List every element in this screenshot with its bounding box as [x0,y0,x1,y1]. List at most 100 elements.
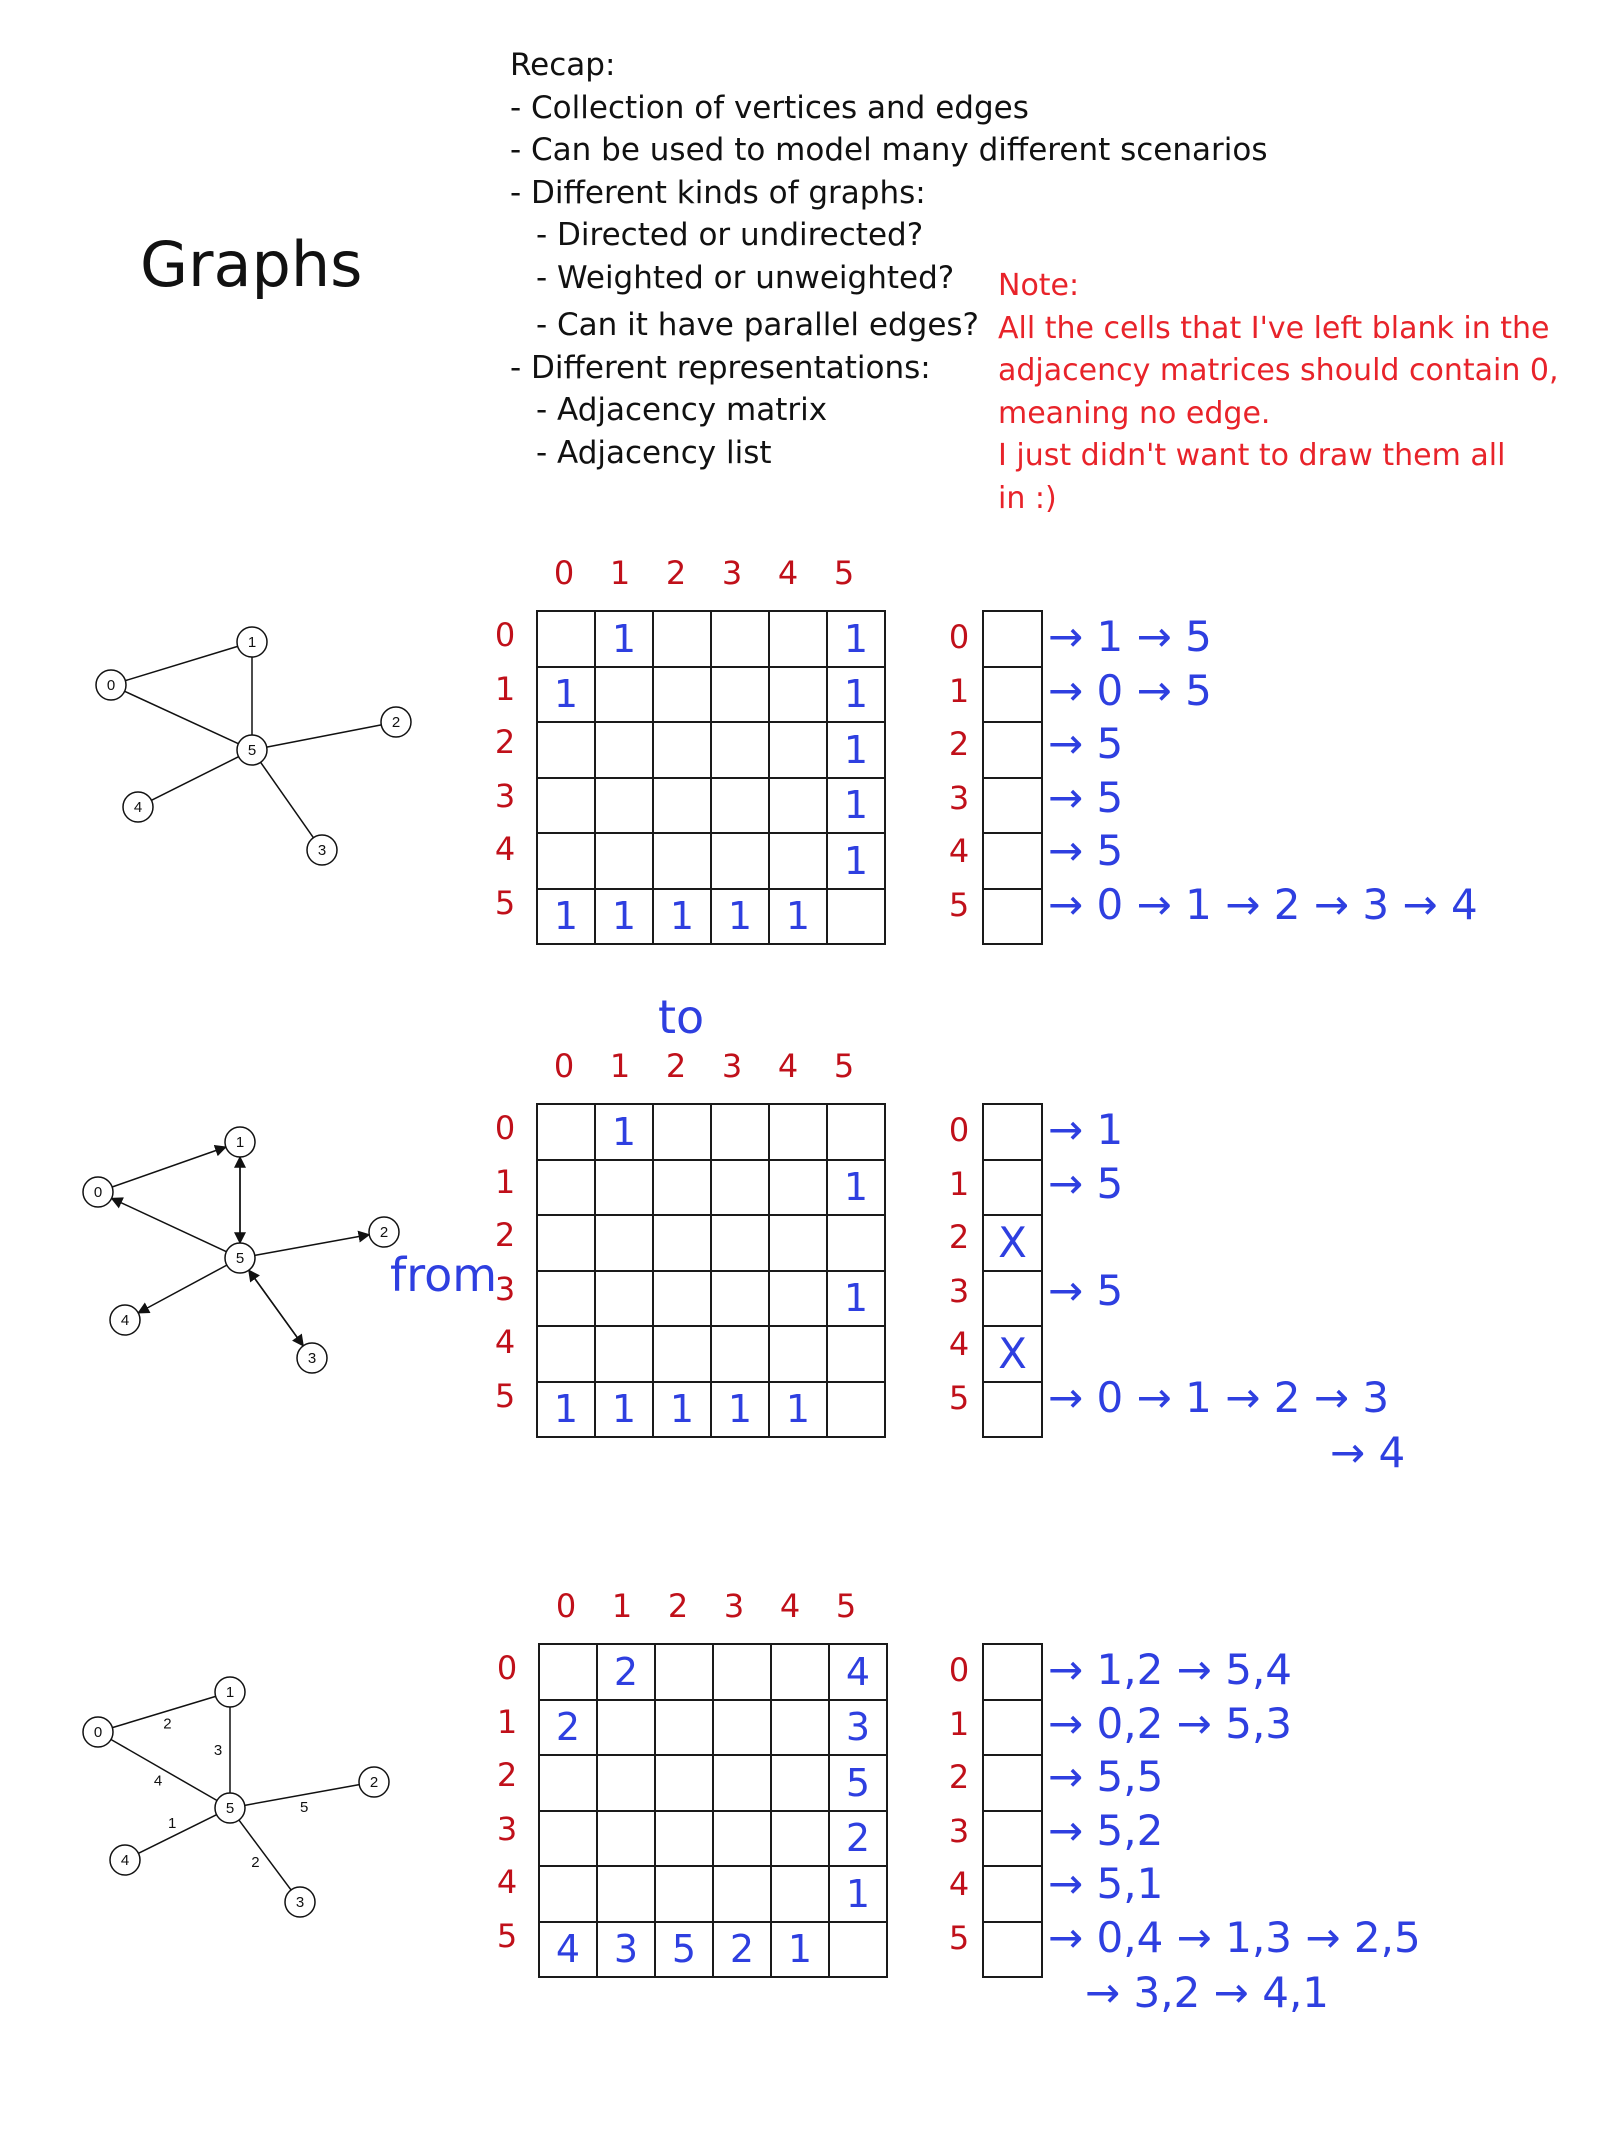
graph-node [296,1342,328,1374]
matrix-cell [710,1158,770,1216]
matrix-col-label: 0 [553,1047,575,1085]
matrix-row-label: 0 [494,1109,516,1147]
matrix-col-label: 5 [833,1047,855,1085]
matrix-cell [710,610,770,668]
note-box: Note: All the cells that I've left blank… [998,265,1559,520]
graph-edge [112,1695,216,1729]
matrix-cell [770,1809,830,1867]
matrix-row: 1 [536,1158,886,1216]
graph-node [109,1844,141,1876]
list-row [982,887,1043,945]
graph-node-label: 0 [94,1724,102,1741]
matrix-cell [594,1269,654,1327]
graph-node-label: 1 [248,634,256,651]
matrix-cell [826,1214,886,1272]
list-row-label: 1 [948,1164,970,1203]
matrix-cell [652,832,712,890]
graph-node-label: 3 [296,1894,304,1911]
matrix-row-label: 1 [496,1702,518,1741]
list-cell [982,832,1043,890]
matrix-cell: 1 [594,610,654,668]
list-chain: → 5 [1048,826,1124,875]
matrix-cell: 1 [536,887,596,945]
matrix-cell [536,1325,596,1383]
list-chain: → 5 [1048,772,1124,822]
graph-node-label: 1 [226,1684,234,1701]
list-row [982,1754,1043,1812]
matrix-cell [768,1325,828,1383]
list-row [982,1643,1043,1701]
list-cell [982,1698,1043,1756]
matrix-cell: 4 [828,1643,888,1701]
graph-node-label: 4 [121,1852,129,1869]
matrix-cell [536,1214,596,1272]
list-row [982,665,1043,723]
matrix-cell [538,1809,598,1867]
matrix-cell [536,776,596,834]
matrix-cell: 1 [536,1380,596,1438]
matrix-cell [654,1698,714,1756]
matrix-cell: 2 [828,1809,888,1867]
graph-edge [244,1783,360,1807]
graph-node-label: 0 [94,1184,102,1201]
list-row-label: 3 [948,1271,970,1310]
matrix-cell: 3 [596,1920,656,1978]
matrix-cell [654,1865,714,1923]
matrix-cell [712,1754,772,1812]
matrix-cell [712,1809,772,1867]
graph-node-label: 3 [318,842,326,859]
matrix-cell [538,1754,598,1812]
recap-line: - Different representations: [510,349,931,386]
list-cell [982,1809,1043,1867]
to-annotation: to [658,990,705,1044]
matrix-cell [654,1809,714,1867]
matrix-row-label: 1 [494,1162,516,1201]
list-chain-continued: → 4 [1330,1428,1406,1477]
matrix-cell [596,1754,656,1812]
matrix-cell: 1 [826,721,886,779]
matrix-cell [710,832,770,890]
matrix-cell [826,887,886,945]
list-cell [982,721,1043,779]
list-row [982,832,1043,890]
list-chain: → 0 → 5 [1048,665,1212,715]
matrix-cell [828,1920,888,1978]
list-cell [982,1158,1043,1216]
list-cell [982,610,1043,668]
graph-node [109,1304,141,1336]
matrix-cell: 1 [652,1380,712,1438]
matrix-cell [596,1809,656,1867]
matrix-cell: 1 [594,1103,654,1161]
matrix-cell [768,610,828,668]
list-row-label: 4 [948,1325,970,1363]
graph-edge [125,645,238,682]
matrix-cell [768,665,828,723]
list-row-label: 5 [948,1918,970,1957]
graph-node-label: 2 [392,714,400,731]
list-cell [982,1103,1043,1161]
matrix-cell: 3 [828,1698,888,1756]
list-row-label: 1 [948,1704,970,1743]
edge-weight-label: 5 [300,1799,308,1816]
list-chain: → 5 [1048,1265,1124,1315]
matrix-cell: 5 [654,1920,714,1978]
recap-line: - Adjacency list [536,434,772,471]
matrix-cell: 1 [828,1865,888,1923]
matrix-row-label: 3 [494,776,516,815]
graph-node [214,1792,246,1824]
matrix-col-label: 3 [723,1587,745,1625]
list-cell [982,1754,1043,1812]
matrix-row-label: 5 [494,1376,516,1415]
graph-edge [110,1738,218,1802]
note-line: in :) [998,480,1057,516]
list-row-label: 4 [948,1865,970,1903]
matrix-cell: 1 [594,887,654,945]
graph-node [368,1216,400,1248]
edge-weight-label: 4 [154,1772,162,1789]
